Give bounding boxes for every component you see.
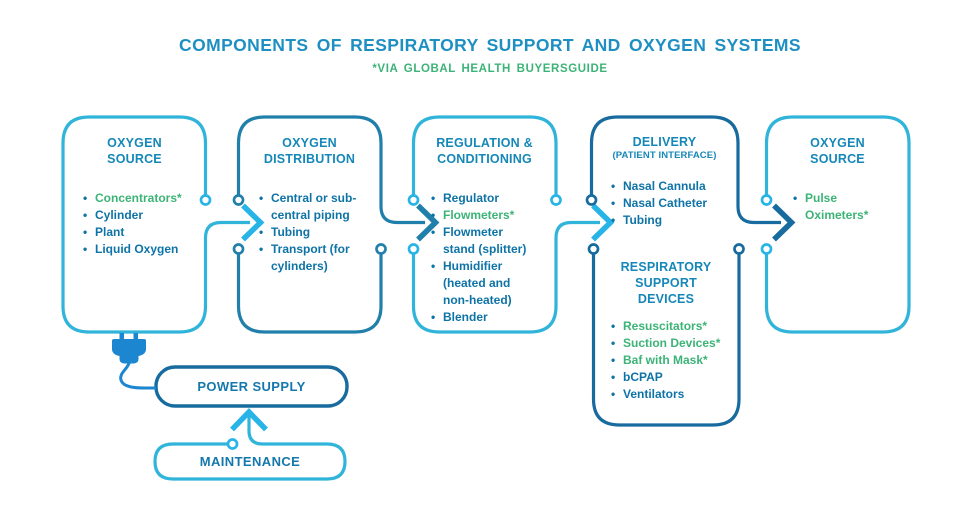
maintenance-label: MAINTENANCE <box>199 454 301 469</box>
regulation-list: RegulatorFlowmeters*Flowmeter stand (spl… <box>430 190 533 326</box>
list-item: Humidifier (heated and non-heated) <box>430 258 533 309</box>
box-maintenance-border <box>153 416 347 481</box>
list-item: Pulse Oximeters* <box>792 190 877 224</box>
page-subtitle: *VIA GLOBAL HEALTH BUYERSGUIDE <box>372 63 608 75</box>
oxygen-source-right-list: Pulse Oximeters* <box>792 190 877 224</box>
box-oxygen-distribution-border-top <box>236 115 425 225</box>
list-item: Suction Devices* <box>610 335 736 352</box>
list-item: Transport (for cylinders) <box>258 241 365 275</box>
list-item: Baf with Mask* <box>610 352 736 369</box>
box-regulation-border-bottom <box>411 220 600 334</box>
box-title-delivery: DELIVERY (PATIENT INTERFACE) <box>612 135 717 161</box>
list-item: Nasal Catheter <box>610 195 734 212</box>
box-respiratory-support-border <box>591 253 741 427</box>
list-item: Cylinder <box>82 207 200 224</box>
connector-node <box>550 194 562 206</box>
box-title-oxygen-source-right: OXYGEN SOURCE <box>810 136 865 166</box>
power-supply-label: POWER SUPPLY <box>197 379 306 394</box>
list-item: Resuscitators* <box>610 318 736 335</box>
respiratory-support-list: Resuscitators*Suction Devices*Baf with M… <box>610 318 736 403</box>
connector-node <box>375 243 387 255</box>
connector-node <box>733 243 745 255</box>
connector-node <box>587 243 600 255</box>
connector-node <box>232 194 245 206</box>
connector-node <box>760 243 773 255</box>
list-item: Tubing <box>258 224 365 241</box>
box-oxygen-source-border <box>61 115 250 334</box>
oxygen-distribution-list: Central or sub-central pipingTubingTrans… <box>258 190 365 275</box>
connector-node <box>407 194 420 206</box>
box-oxygen-distribution-border-bottom <box>236 253 383 334</box>
list-item: Ventilators <box>610 386 736 403</box>
list-item: Liquid Oxygen <box>82 241 200 258</box>
connector-node <box>407 243 420 255</box>
box-delivery-border <box>589 115 781 225</box>
list-item: Flowmeter stand (splitter) <box>430 224 533 258</box>
box-regulation-border-top <box>411 115 558 196</box>
connector-node <box>199 194 212 206</box>
oxygen-source-list: Concentrators*CylinderPlantLiquid Oxygen <box>82 190 200 258</box>
box-title-regulation: REGULATION & CONDITIONING <box>436 136 533 166</box>
connector-node <box>760 194 773 206</box>
list-item: Concentrators* <box>82 190 200 207</box>
list-item: Nasal Cannula <box>610 178 734 195</box>
list-item: Central or sub-central piping <box>258 190 365 224</box>
list-item: Flowmeters* <box>430 207 533 224</box>
connector-node <box>226 438 239 450</box>
list-item: Plant <box>82 224 200 241</box>
delivery-list: Nasal CannulaNasal CatheterTubing <box>610 178 734 229</box>
page-title: COMPONENTS OF RESPIRATORY SUPPORT AND OX… <box>179 35 801 55</box>
box-title-respiratory-support: RESPIRATORY SUPPORT DEVICES <box>620 260 712 306</box>
power-plug-icon <box>112 333 146 364</box>
connector-node <box>232 243 245 255</box>
box-title-oxygen-distribution: OXYGEN DISTRIBUTION <box>263 136 356 166</box>
power-cord <box>119 361 156 390</box>
connector-nodes <box>199 194 773 450</box>
box-oxygen-source-right-border <box>764 115 911 334</box>
list-item: Regulator <box>430 190 533 207</box>
list-item: Blender <box>430 309 533 326</box>
list-item: Tubing <box>610 212 734 229</box>
box-title-oxygen-source: OXYGEN SOURCE <box>107 136 162 166</box>
list-item: bCPAP <box>610 369 736 386</box>
connector-node <box>585 194 598 206</box>
arrow-up-icon <box>230 408 268 432</box>
